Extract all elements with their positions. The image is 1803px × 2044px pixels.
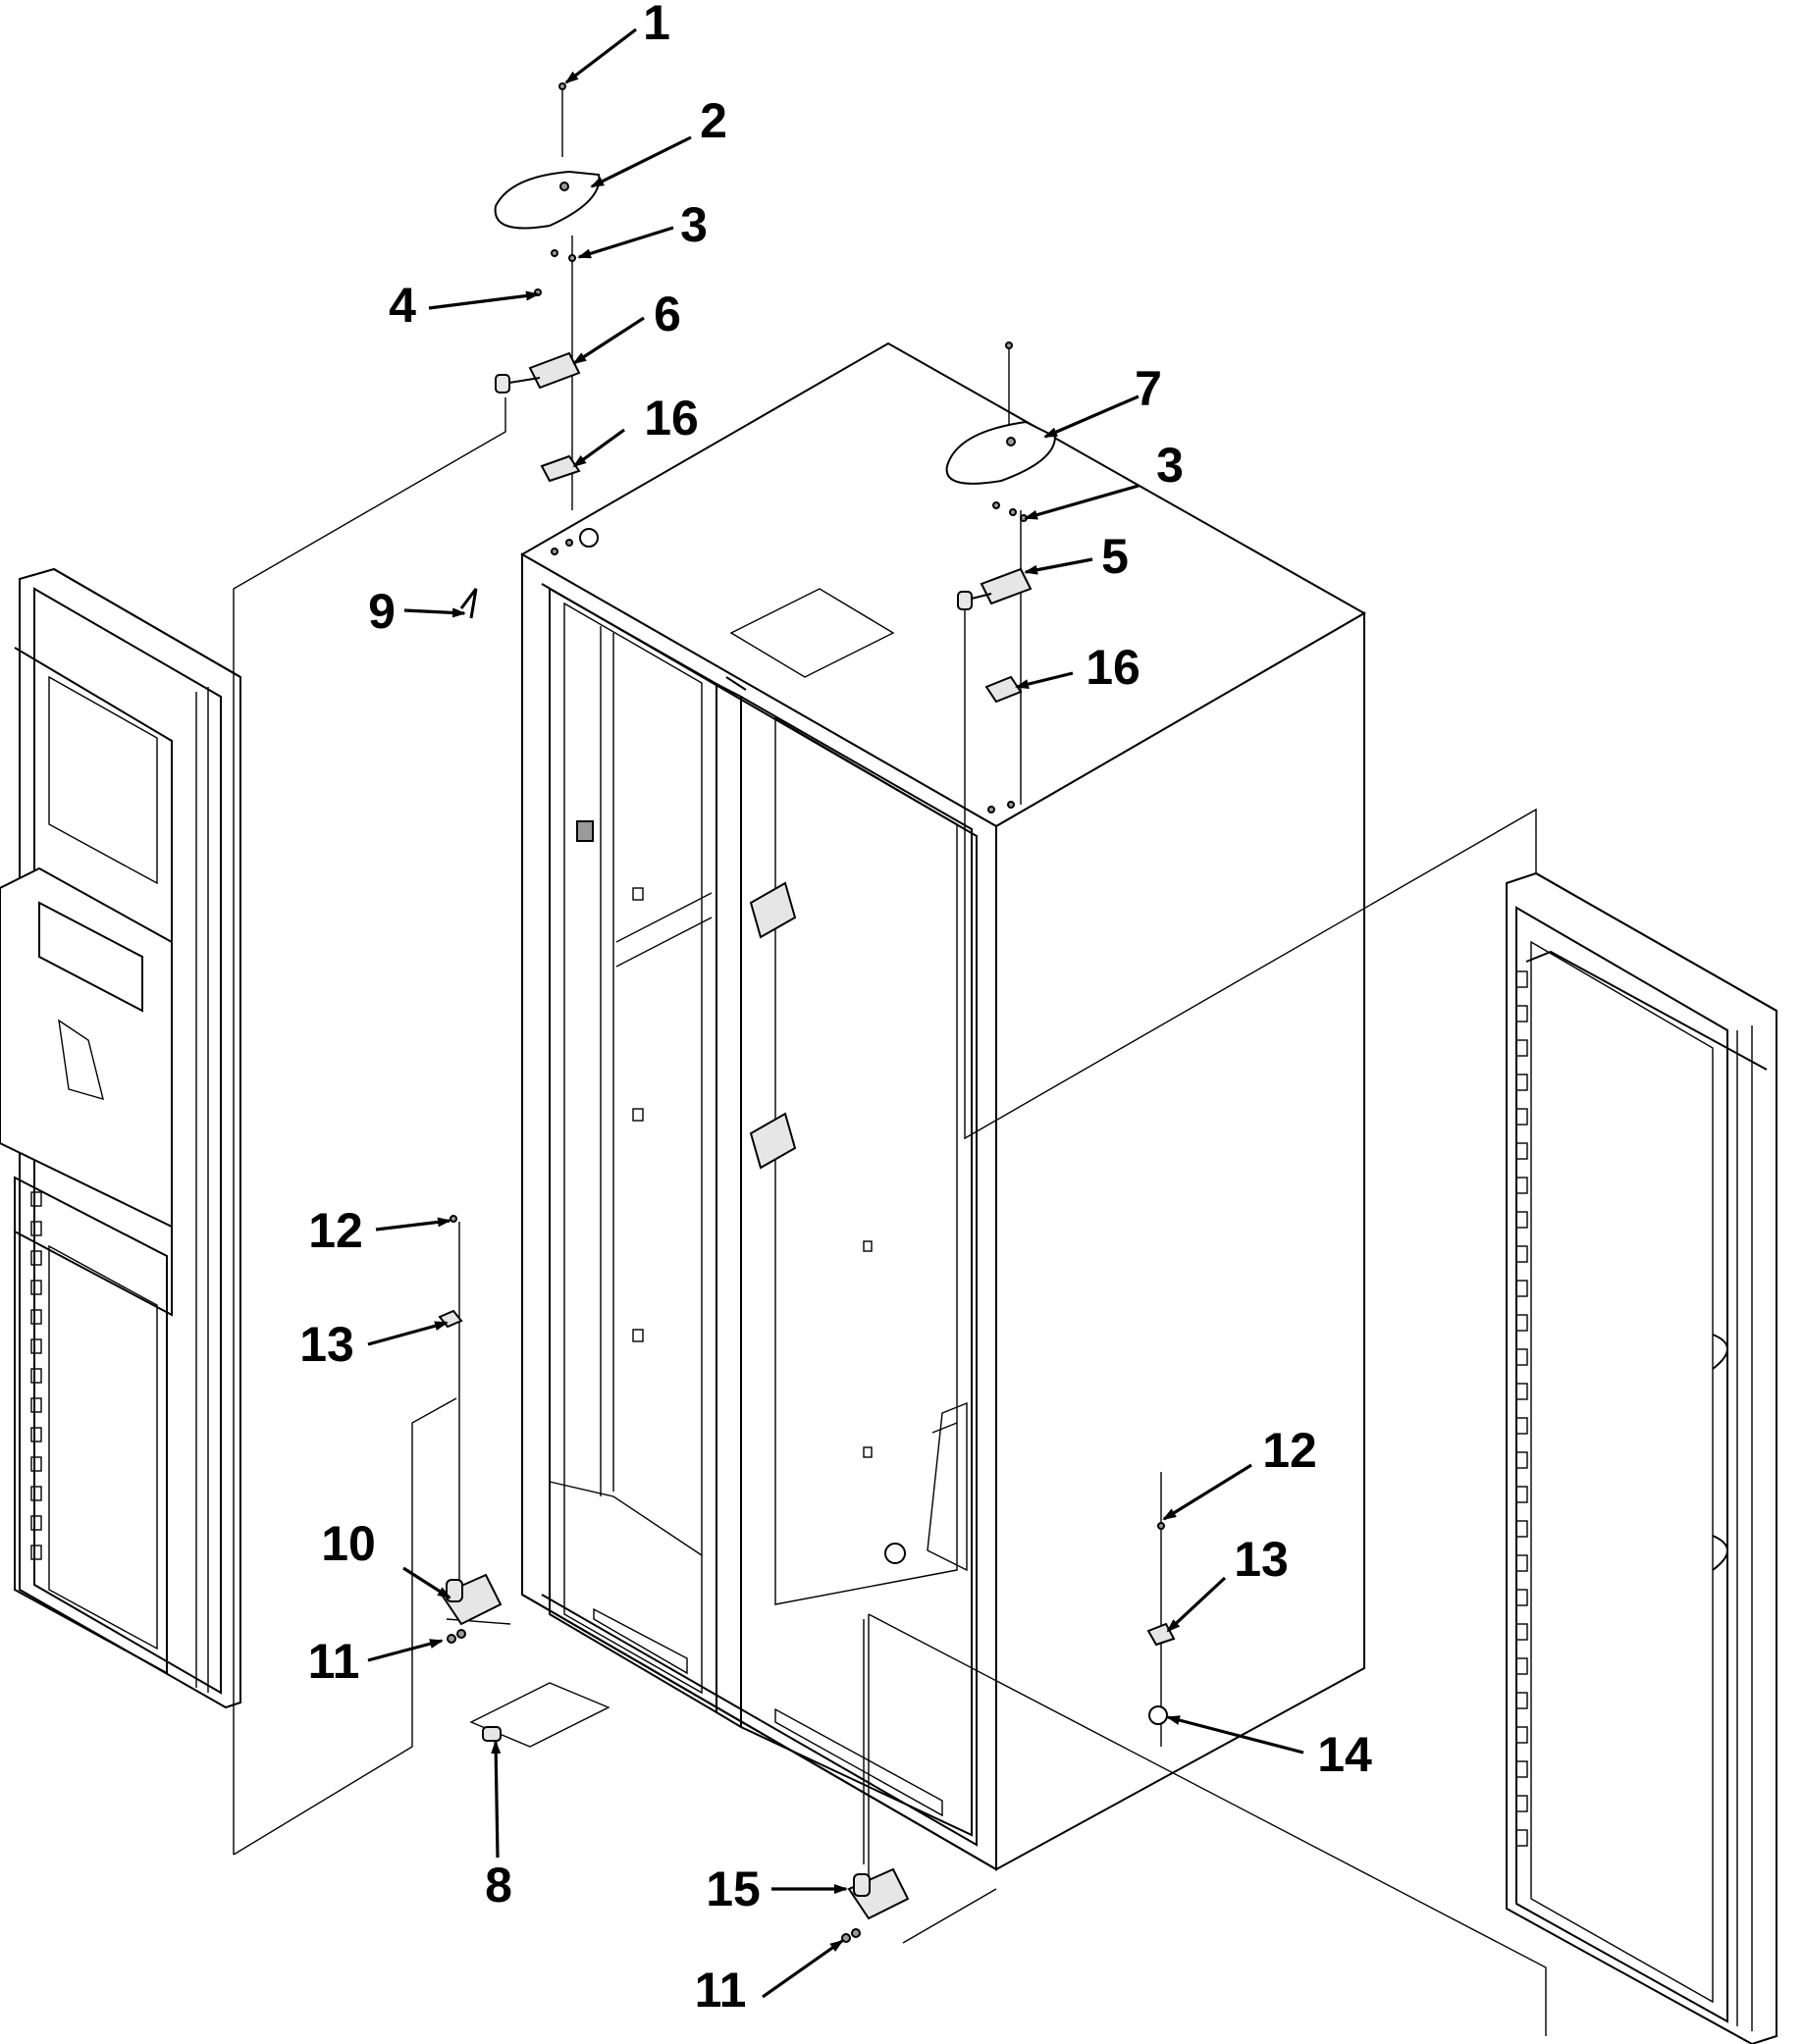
callout-9: 9	[368, 584, 396, 639]
callout-arrows	[367, 27, 1304, 1999]
callout-12: 12	[308, 1203, 363, 1258]
callout-6: 6	[654, 287, 681, 341]
lower-hinge-left	[440, 1573, 503, 1644]
upper-hinge-right	[957, 567, 1033, 610]
callout-10: 10	[321, 1516, 376, 1571]
door-stop-clip	[459, 588, 478, 619]
callout-3: 3	[680, 197, 708, 252]
callout-7: 7	[1135, 361, 1162, 416]
hinge-cap-right	[945, 420, 1057, 485]
shelf-clips-right	[1515, 970, 1528, 1847]
shim-right	[984, 675, 1023, 704]
callout-13: 13	[299, 1317, 354, 1372]
callout-11: 11	[695, 1963, 747, 2018]
shim-left	[540, 454, 581, 483]
hinge-cap-left	[494, 170, 601, 230]
callout-8: 8	[485, 1858, 512, 1913]
hinge-pin-plate	[469, 1682, 610, 1748]
callout-2: 2	[700, 93, 727, 148]
callout-16: 16	[1086, 640, 1140, 695]
callout-3: 3	[1156, 438, 1184, 493]
lower-hinge-right	[841, 1867, 910, 1943]
callout-15: 15	[706, 1861, 761, 1916]
callout-1: 1	[643, 0, 670, 50]
callout-16: 16	[644, 391, 699, 445]
callout-labels: 1 2 3 4 6 16 7 3 5 9 16 12 13 10 11 8 15…	[299, 0, 1372, 2018]
callout-4: 4	[389, 278, 416, 333]
callout-13: 13	[1234, 1532, 1289, 1587]
freezer-door	[0, 567, 241, 1709]
bushing	[1148, 1705, 1168, 1725]
callout-5: 5	[1101, 529, 1129, 584]
refrigerator-cabinet	[519, 341, 1367, 1871]
shelf-clips-left	[30, 1191, 42, 1560]
upper-hinge-left	[495, 351, 581, 393]
callout-12: 12	[1262, 1423, 1317, 1478]
screws	[450, 82, 1165, 1530]
callout-14: 14	[1317, 1727, 1372, 1782]
callout-11: 11	[308, 1634, 360, 1689]
fresh-food-door	[1506, 871, 1777, 2044]
